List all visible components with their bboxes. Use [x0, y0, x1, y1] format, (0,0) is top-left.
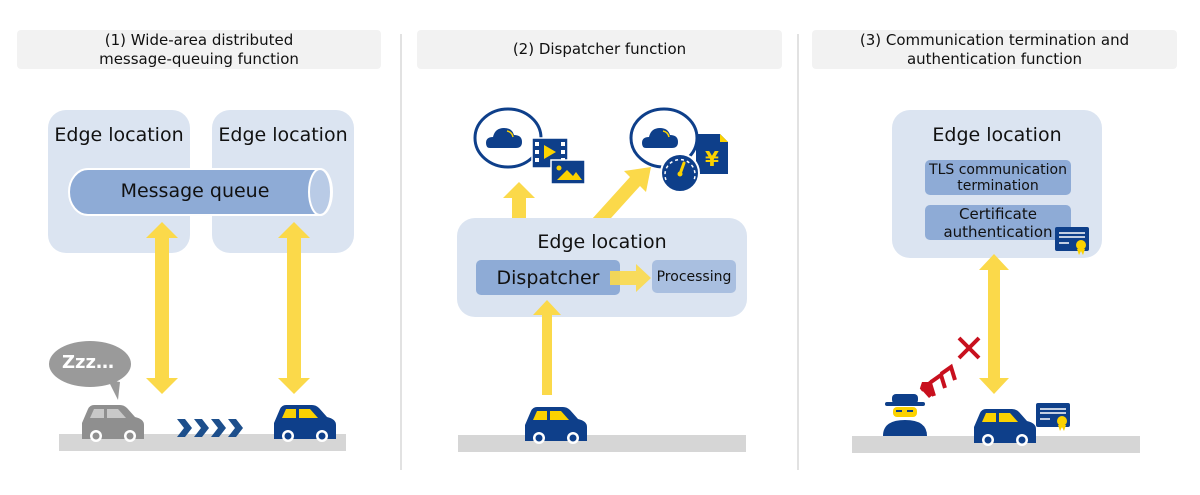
- cert-label-line1: Certificate: [959, 204, 1037, 223]
- certificate-icon: [1055, 227, 1089, 255]
- attacker-icon: [883, 394, 927, 436]
- cert-label-line2: authentication: [943, 222, 1053, 241]
- panel-3-title-line2: authentication function: [906, 49, 1083, 68]
- active-car-icon: [274, 405, 336, 442]
- edge-location-label-left: Edge location: [54, 124, 184, 146]
- processing-box: Processing: [652, 260, 736, 293]
- sleep-speech-bubble: [49, 341, 131, 400]
- car-icon: [974, 409, 1036, 446]
- message-queue-cylinder: [68, 168, 333, 216]
- up-arrow-icon: [533, 300, 561, 395]
- right-arrow-icon: [610, 264, 651, 292]
- blocked-x-icon: [957, 336, 981, 360]
- bidirectional-arrow-icon: [979, 254, 1009, 394]
- bidirectional-arrow-icon: [146, 222, 178, 394]
- panel-divider: [797, 34, 799, 470]
- edge-location-label: Edge location: [932, 124, 1062, 146]
- panel-1-title: (1) Wide-area distributed message-queuin…: [17, 30, 381, 69]
- dispatcher-label: Dispatcher: [496, 266, 600, 289]
- bidirectional-arrow-icon: [278, 222, 310, 394]
- sleeping-car-icon: [82, 405, 144, 442]
- edge-location-label-right: Edge location: [218, 124, 348, 146]
- processing-label: Processing: [656, 268, 732, 285]
- up-arrow-icon: [503, 182, 535, 244]
- diagonal-arrow-icon: [592, 167, 651, 228]
- road: [458, 435, 746, 452]
- moving-chevrons-icon: [177, 419, 243, 437]
- panel-2-title-text: (2) Dispatcher function: [512, 40, 687, 58]
- edge-location-label: Edge location: [537, 231, 667, 253]
- certificate-authentication-box: Certificate authentication: [925, 204, 1071, 241]
- road: [852, 436, 1140, 453]
- cloud-billing-meter-icon: ¥: [629, 107, 728, 193]
- tls-termination-box: TLS communication termination: [925, 160, 1071, 195]
- panel-divider: [400, 34, 402, 470]
- tls-label-line1: TLS communication: [929, 161, 1067, 178]
- dispatcher-box: Dispatcher: [476, 260, 620, 295]
- cloud-media-icon: [473, 107, 586, 185]
- panel-1-title-line1: (1) Wide-area distributed: [104, 30, 294, 49]
- panel-3-title-line1: (3) Communication termination and: [859, 30, 1130, 49]
- panel-3-title: (3) Communication termination and authen…: [812, 30, 1177, 69]
- tls-label-line2: termination: [957, 177, 1039, 194]
- attack-chevrons-icon: [919, 363, 957, 398]
- panel-2-title: (2) Dispatcher function: [417, 30, 782, 69]
- car-icon: [525, 407, 587, 444]
- svg-text:¥: ¥: [705, 147, 719, 171]
- sleep-text: Zzz…: [62, 352, 115, 373]
- message-queue-label: Message queue: [120, 180, 270, 202]
- panel-1-title-line2: message-queuing function: [99, 49, 299, 68]
- certificate-icon: [1036, 403, 1070, 431]
